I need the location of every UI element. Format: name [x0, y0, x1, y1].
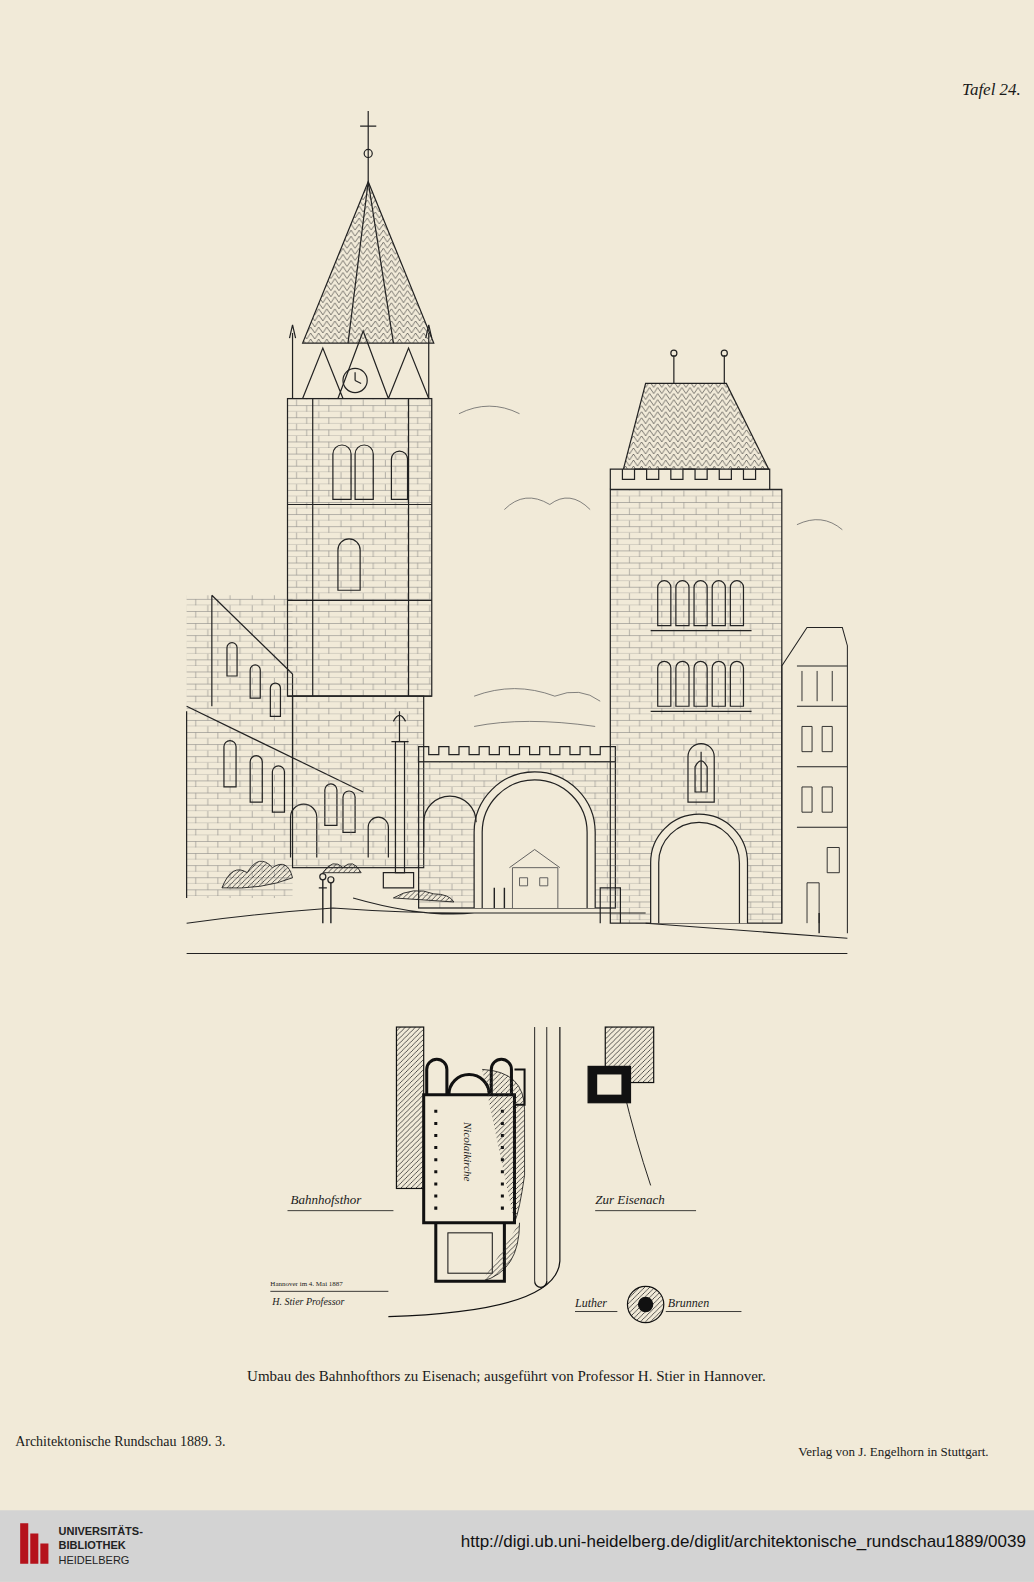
footer-band [0, 1510, 1034, 1582]
library-name: UNIVERSITÄTS- [59, 1525, 143, 1537]
journal-note: Architektonische Rundschau 1889. 3. [15, 1434, 225, 1449]
publisher-note: Verlag von J. Engelhorn in Stuttgart. [798, 1445, 988, 1459]
plate-number: Tafel 24. [962, 81, 1021, 100]
source-url: http://digi.ub.uni-heidelberg.de/diglit/… [461, 1533, 1026, 1552]
library-name: HEIDELBERG [59, 1554, 130, 1566]
plan-label: Luther [575, 1297, 607, 1310]
library-logo [20, 1523, 48, 1563]
plate-caption: Umbau des Bahnhofthors zu Eisenach; ausg… [247, 1368, 766, 1385]
date-note: Hannover im 4. Mai 1887 [270, 1281, 343, 1289]
signature: H. Stier Professor [272, 1296, 344, 1307]
perspective-view [187, 111, 848, 953]
site-plan [270, 1027, 741, 1323]
plan-label: Zur Eisenach [595, 1193, 665, 1207]
plan-label: Brunnen [668, 1297, 709, 1310]
plan-label: Nicolaikirche [462, 1122, 474, 1181]
library-name: BIBLIOTHEK [59, 1539, 126, 1551]
plan-label: Bahnhofsthor [291, 1193, 362, 1207]
